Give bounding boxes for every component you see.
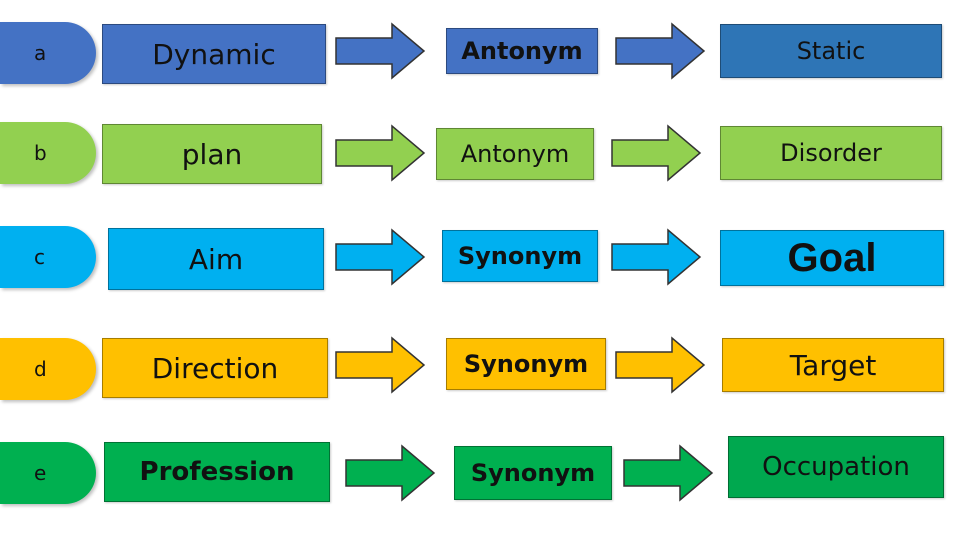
row-d-word-box: Direction [102,338,328,398]
row-c-arrow-2-shape [611,228,702,286]
row-d-letter-tab: d [0,338,96,400]
row-a-arrow-1-shape [335,22,426,80]
row-d-arrow-2 [614,336,706,394]
row-a-letter-tab: a [0,22,96,84]
row-c-letter-tab: c [0,226,96,288]
row-e-arrow-1 [344,444,436,502]
row-a-arrow-2 [614,22,706,80]
row-d-relation: Synonym [463,350,589,378]
row-e-relation: Synonym [470,459,596,487]
row-d-arrow-2-shape [615,336,706,394]
row-a-arrow-2-shape [615,22,706,80]
row-b-relation: Antonym [460,140,570,168]
row-a-letter: a [34,41,47,65]
row-c-word-box: Aim [108,228,324,290]
row-c-word: Aim [188,242,244,276]
row-a-result-box: Static [720,24,942,78]
row-e-result: Occupation [762,452,910,482]
row-c-arrow-1-shape [335,228,426,286]
row-b-arrow-2 [610,124,702,182]
row-e-letter: e [34,461,47,485]
row-d-result: Target [789,348,877,382]
row-b-relation-box: Antonym [436,128,594,180]
row-b-arrow-1-shape [335,124,426,182]
row-d-relation-box: Synonym [446,338,606,390]
row-d-letter: d [34,357,47,381]
row-a-result: Static [796,37,866,65]
row-c-result-box: Goal [720,230,944,286]
row-c-relation-box: Synonym [442,230,598,282]
row-e-result-box: Occupation [728,436,944,498]
row-b-arrow-2-shape [611,124,702,182]
row-e-arrow-2 [622,444,714,502]
row-a-word-box: Dynamic [102,24,326,84]
row-a-arrow-1 [334,22,426,80]
row-e-word-box: Profession [104,442,330,502]
row-c-result: Goal [787,235,877,280]
row-a-word: Dynamic [152,37,276,71]
row-b-letter: b [34,141,47,165]
row-a-relation-box: Antonym [446,28,598,74]
row-d-arrow-1 [334,336,426,394]
row-c-relation: Synonym [457,242,583,270]
row-b-word: plan [181,137,243,171]
row-a-relation: Antonym [461,37,583,65]
row-d-result-box: Target [722,338,944,392]
row-c-arrow-1 [334,228,426,286]
row-e-letter-tab: e [0,442,96,504]
row-c-letter: c [34,245,45,269]
row-e-word: Profession [139,457,295,487]
row-b-result: Disorder [780,139,882,167]
row-e-arrow-1-shape [345,444,436,502]
row-e-relation-box: Synonym [454,446,612,500]
row-e-arrow-2-shape [623,444,714,502]
row-b-result-box: Disorder [720,126,942,180]
row-d-arrow-1-shape [335,336,426,394]
row-b-word-box: plan [102,124,322,184]
row-d-word: Direction [151,351,279,385]
row-b-arrow-1 [334,124,426,182]
row-b-letter-tab: b [0,122,96,184]
row-c-arrow-2 [610,228,702,286]
